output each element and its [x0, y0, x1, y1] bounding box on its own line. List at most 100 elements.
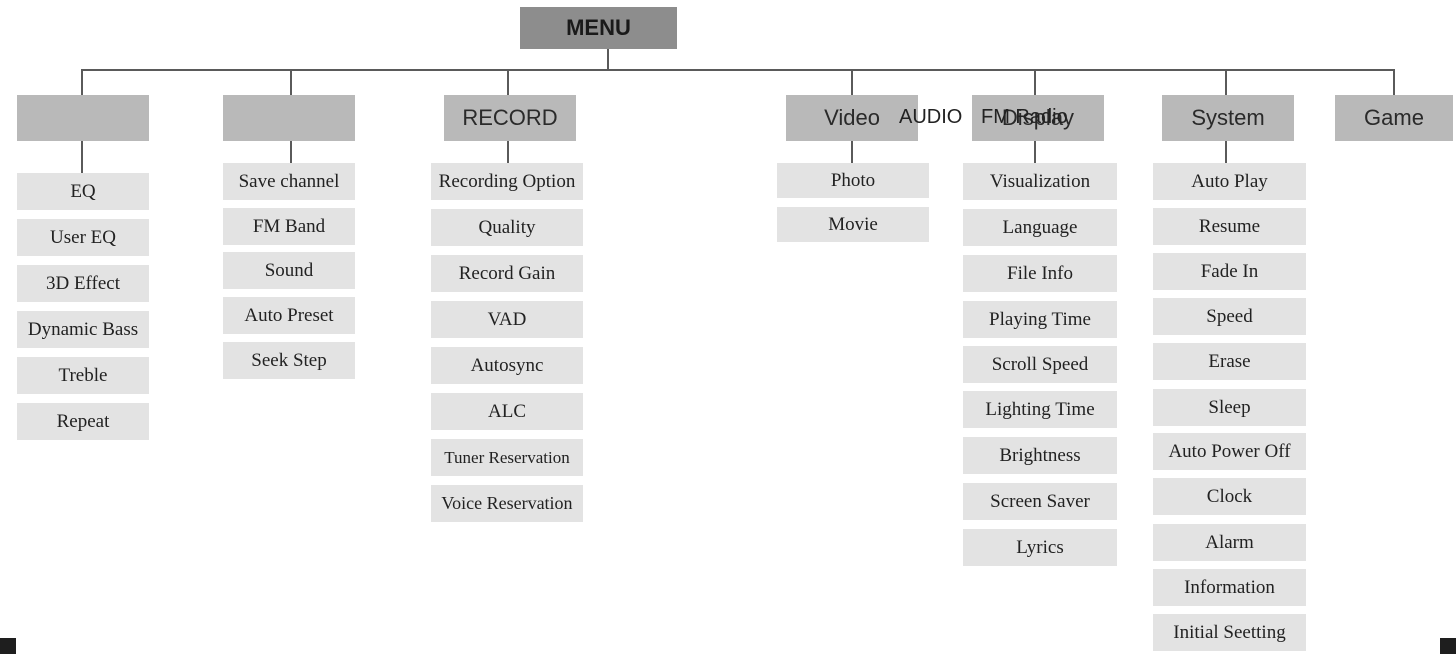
menu-item-language[interactable]: Language [963, 209, 1117, 246]
drop-line-video [851, 69, 853, 95]
menu-item-clock[interactable]: Clock [1153, 478, 1306, 515]
menu-item-alc[interactable]: ALC [431, 393, 583, 430]
menu-item-quality[interactable]: Quality [431, 209, 583, 246]
header-game[interactable]: Game [1335, 95, 1453, 141]
menu-item-label: Alarm [1205, 531, 1254, 553]
menu-item-label: Playing Time [989, 308, 1091, 330]
menu-item-label: Photo [830, 169, 876, 191]
menu-item-label: Lyrics [1016, 536, 1064, 558]
menu-item-movie[interactable]: Movie [777, 207, 929, 242]
menu-item-label: VAD [487, 308, 527, 330]
menu-item-save-channel[interactable]: Save channel [223, 163, 355, 200]
menu-item-screen-saver[interactable]: Screen Saver [963, 483, 1117, 520]
menu-item-vad[interactable]: VAD [431, 301, 583, 338]
menu-item-fm-band[interactable]: FM Band [223, 208, 355, 245]
drop-line-system [1225, 69, 1227, 95]
header-audio[interactable] [17, 95, 149, 141]
menu-item-label: ALC [488, 400, 526, 422]
menu-item-repeat[interactable]: Repeat [17, 403, 149, 440]
menu-item-label: Voice Reservation [441, 493, 573, 513]
menu-item-label: Clock [1206, 485, 1253, 507]
menu-item-voice-reservation[interactable]: Voice Reservation [431, 485, 583, 522]
menu-item-scroll-speed[interactable]: Scroll Speed [963, 346, 1117, 383]
header-record-label: RECORD [462, 105, 558, 130]
stem-fm-radio [290, 141, 292, 163]
menu-item-record-gain[interactable]: Record Gain [431, 255, 583, 292]
menu-item-file-info[interactable]: File Info [963, 255, 1117, 292]
menu-item-label: Initial Seetting [1173, 621, 1286, 643]
header-system-label: System [1191, 105, 1265, 130]
menu-item-autosync[interactable]: Autosync [431, 347, 583, 384]
menu-item-alarm[interactable]: Alarm [1153, 524, 1306, 561]
menu-item-label: Movie [828, 213, 878, 235]
menu-item-auto-preset[interactable]: Auto Preset [223, 297, 355, 334]
menu-item-lyrics[interactable]: Lyrics [963, 529, 1117, 566]
header-system[interactable]: System [1162, 95, 1294, 141]
menu-item-treble[interactable]: Treble [17, 357, 149, 394]
menu-item-label: Repeat [56, 410, 110, 432]
menu-item-label: File Info [1007, 262, 1073, 284]
menu-item-label: Sound [264, 259, 314, 281]
menu-item-label: Dynamic Bass [27, 318, 139, 340]
header-record[interactable]: RECORD [444, 95, 576, 141]
overlap-label-audio: AUDIO [899, 106, 963, 128]
menu-item-fade-in[interactable]: Fade In [1153, 253, 1306, 290]
menu-item-auto-play[interactable]: Auto Play [1153, 163, 1306, 200]
menu-item-sleep[interactable]: Sleep [1153, 389, 1306, 426]
menu-item-label: Autosync [470, 354, 544, 376]
menu-item-label: Resume [1198, 215, 1261, 237]
menu-item-playing-time[interactable]: Playing Time [963, 301, 1117, 338]
menu-item-label: Save channel [238, 170, 340, 192]
header-fm-radio[interactable] [223, 95, 355, 141]
menu-item-initial-setting[interactable]: Initial Seetting [1153, 614, 1306, 651]
menu-item-label: Fade In [1200, 260, 1259, 282]
menu-item-label: Language [1002, 216, 1078, 238]
header-video[interactable]: Video [786, 95, 918, 141]
menu-item-label: EQ [70, 180, 96, 202]
menu-item-eq[interactable]: EQ [17, 173, 149, 210]
menu-item-information[interactable]: Information [1153, 569, 1306, 606]
menu-item-label: Seek Step [251, 349, 327, 371]
menu-item-dynamic-bass[interactable]: Dynamic Bass [17, 311, 149, 348]
menu-item-brightness[interactable]: Brightness [963, 437, 1117, 474]
header-display[interactable]: Display [972, 95, 1104, 141]
menu-item-resume[interactable]: Resume [1153, 208, 1306, 245]
menu-item-label: Record Gain [458, 262, 556, 284]
drop-line-record [507, 69, 509, 95]
menu-item-erase[interactable]: Erase [1153, 343, 1306, 380]
menu-item-speed[interactable]: Speed [1153, 298, 1306, 335]
drop-line-display [1034, 69, 1036, 95]
menu-item-lighting-time[interactable]: Lighting Time [963, 391, 1117, 428]
top-horizontal-line [81, 69, 1395, 71]
menu-item-label: Auto Play [1191, 170, 1268, 192]
menu-item-label: Sleep [1208, 396, 1251, 418]
menu-item-label: Auto Power Off [1168, 440, 1291, 462]
page-corner-mark-right [1440, 638, 1456, 654]
menu-item-3d-effect[interactable]: 3D Effect [17, 265, 149, 302]
menu-item-recording-option[interactable]: Recording Option [431, 163, 583, 200]
menu-item-seek-step[interactable]: Seek Step [223, 342, 355, 379]
menu-item-label: Information [1184, 576, 1275, 598]
menu-item-label: Brightness [999, 444, 1081, 466]
menu-item-label: Visualization [989, 170, 1091, 192]
menu-item-label: Screen Saver [990, 490, 1090, 512]
menu-item-label: Erase [1208, 350, 1251, 372]
menu-item-auto-power-off[interactable]: Auto Power Off [1153, 433, 1306, 470]
stem-video [851, 141, 853, 163]
menu-item-label: Treble [58, 364, 108, 386]
header-display-label: Display [1001, 105, 1075, 130]
menu-item-photo[interactable]: Photo [777, 163, 929, 198]
menu-item-sound[interactable]: Sound [223, 252, 355, 289]
header-game-label: Game [1364, 105, 1424, 130]
menu-item-tuner-reservation[interactable]: Tuner Reservation [431, 439, 583, 476]
drop-line-fm-radio [290, 69, 292, 95]
stem-audio [81, 141, 83, 175]
menu-item-label: Auto Preset [244, 304, 334, 326]
menu-item-label: Tuner Reservation [444, 447, 570, 467]
menu-item-visualization[interactable]: Visualization [963, 163, 1117, 200]
menu-root[interactable]: MENU [520, 7, 677, 49]
menu-item-user-eq[interactable]: User EQ [17, 219, 149, 256]
menu-item-label: Scroll Speed [991, 353, 1089, 375]
stem-display [1034, 141, 1036, 163]
menu-item-label: Recording Option [438, 170, 576, 192]
